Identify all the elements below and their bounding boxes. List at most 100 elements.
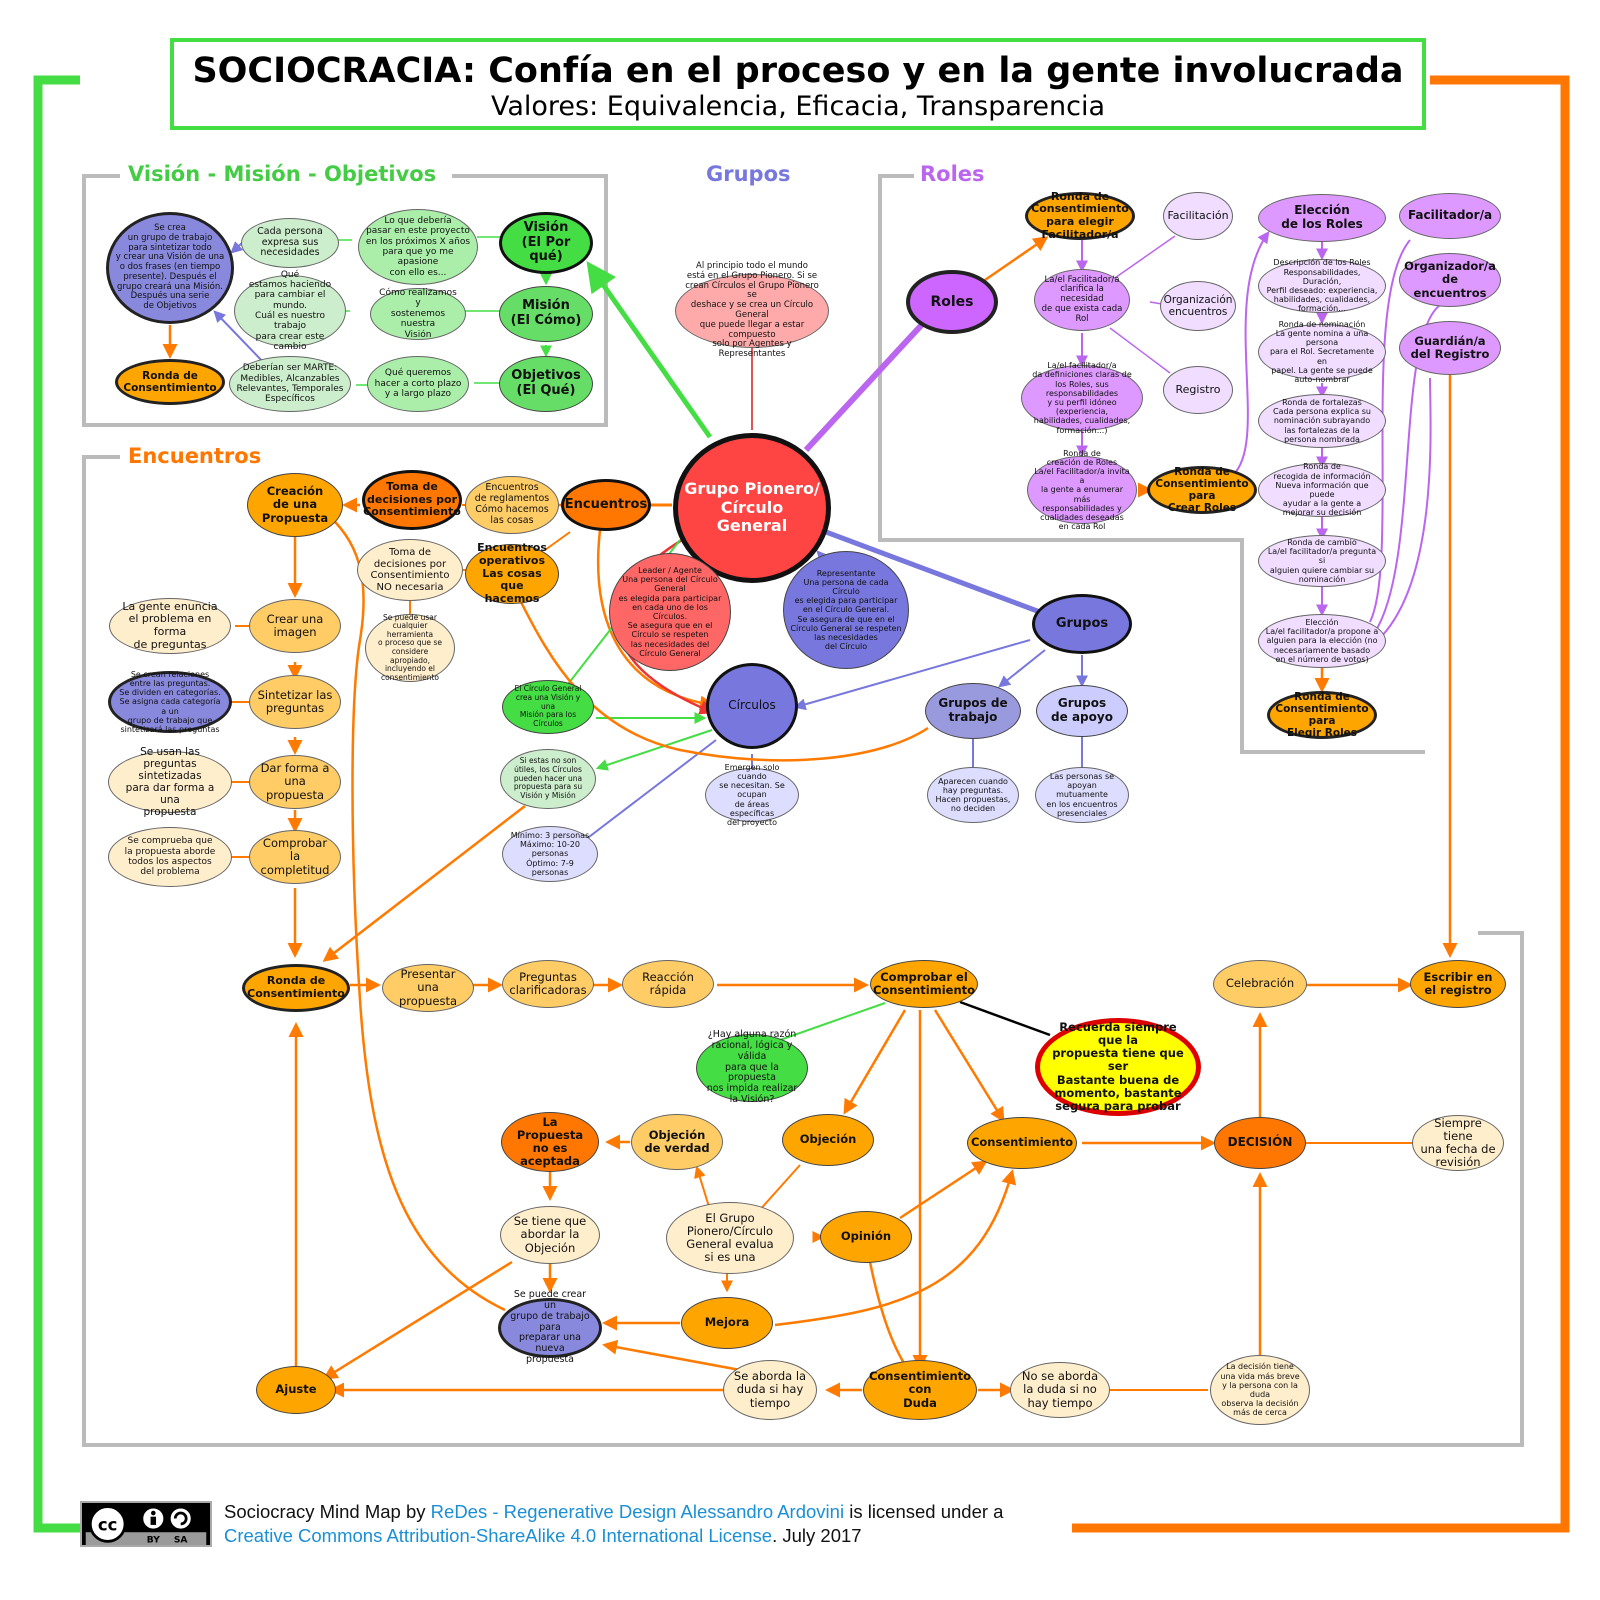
node-label: Comprobar el Consentimiento bbox=[872, 969, 976, 997]
node-label: Visión (El Por qué) bbox=[521, 219, 571, 265]
node-organizacion: Organización encuentros bbox=[1160, 281, 1236, 331]
node-herramienta: Se puede usar cualquier herramienta o pr… bbox=[365, 613, 455, 682]
node-label: Siempre tiene una fecha de revisión bbox=[1420, 1115, 1496, 1170]
license-link[interactable]: Creative Commons Attribution-ShareAlike … bbox=[224, 1525, 773, 1546]
node-label: Círculos bbox=[728, 698, 776, 713]
node-facilitador: Facilitador/a bbox=[1399, 193, 1501, 239]
node-presentar: Presentar una propuesta bbox=[382, 964, 474, 1012]
node-label: Ronda de cambio La/el facilitador/a preg… bbox=[1267, 538, 1377, 584]
cc-license-badge: cc BY SA bbox=[80, 1501, 212, 1547]
node-comprobar-consent: Comprobar el Consentimiento bbox=[870, 960, 978, 1008]
node-circulos: Círculos bbox=[706, 663, 798, 749]
node-label: Preguntas clarificadoras bbox=[509, 969, 587, 997]
node-label: Ronda de Consentimiento para Crear Roles bbox=[1155, 465, 1249, 515]
node-label: Ronda de Consentimiento bbox=[247, 974, 345, 1000]
node-leader: Leader / Agente Una persona del Círculo … bbox=[609, 553, 731, 671]
node-label: DECISIÓN bbox=[1227, 1135, 1293, 1150]
node-consentimiento: Consentimiento bbox=[967, 1117, 1077, 1169]
cc-badge-by: BY bbox=[147, 1535, 160, 1545]
node-label: Encuentros bbox=[564, 496, 648, 512]
page-title: SOCIOCRACIA: Confía en el proceso y en l… bbox=[192, 51, 1404, 91]
node-ronda-main: Ronda de Consentimiento bbox=[242, 964, 350, 1012]
node-ronda-crear-roles: Ronda de Consentimiento para Crear Roles bbox=[1147, 466, 1257, 514]
node-label: Comprobar la completitud bbox=[260, 836, 330, 877]
node-label: Objetivos (El Qué) bbox=[511, 368, 581, 398]
node-consent-duda: Consentimiento con Duda bbox=[863, 1360, 977, 1420]
node-label: Escribir en el registro bbox=[1423, 969, 1493, 997]
node-label: Organizador/a de encuentros bbox=[1404, 259, 1496, 300]
node-label: Consentimiento con Duda bbox=[868, 1369, 972, 1410]
node-enc-operativos: Encuentros operativos Las cosas que hace… bbox=[465, 541, 559, 605]
node-label: El Grupo Pionero/Círculo General evalua … bbox=[686, 1210, 774, 1265]
cc-by-sa-icon: cc BY SA bbox=[85, 1503, 207, 1545]
node-objecion-verdad: Objeción de verdad bbox=[631, 1114, 723, 1170]
node-ronda-elegir-roles: Ronda de Consentimiento para Elegir Role… bbox=[1267, 691, 1377, 739]
vision-box bbox=[82, 174, 608, 427]
node-label: Se puede crear un grupo de trabajo para … bbox=[510, 1288, 590, 1366]
node-label: No se aborda la duda si no hay tiempo bbox=[1021, 1369, 1099, 1410]
node-label: Ronda de Consentimiento para elegir Faci… bbox=[1031, 189, 1129, 241]
section-title-encuentros: Encuentros bbox=[122, 444, 268, 468]
node-label: Reacción rápida bbox=[642, 969, 694, 997]
node-comprobar-compl: Comprobar la completitud bbox=[249, 830, 341, 884]
node-label: Aparecen cuando hay preguntas. Hacen pro… bbox=[935, 776, 1011, 814]
node-no-aborda: No se aborda la duda si no hay tiempo bbox=[1010, 1362, 1110, 1418]
node-escribir: Escribir en el registro bbox=[1410, 960, 1506, 1008]
node-label: Creación de una Propuesta bbox=[261, 484, 329, 525]
cc-badge-sa: SA bbox=[174, 1535, 189, 1545]
node-siempre: Siempre tiene una fecha de revisión bbox=[1412, 1115, 1504, 1171]
license-suffix: . July 2017 bbox=[772, 1525, 862, 1546]
node-registro: Registro bbox=[1163, 366, 1233, 414]
node-label: Misión (El Cómo) bbox=[510, 298, 582, 328]
node-toma-no: Toma de decisiones por Consentimiento NO… bbox=[357, 539, 463, 601]
node-grupos-trabajo: Grupos de trabajo bbox=[925, 683, 1021, 739]
node-label: Ronda de Consentimiento bbox=[123, 369, 217, 394]
node-label: La gente enuncia el problema en forma de… bbox=[122, 599, 218, 651]
node-label: Deberían ser MARTE: Medibles, Alcanzable… bbox=[236, 363, 344, 405]
node-label: Ronda de creación de Roles La/el Facilit… bbox=[1034, 448, 1130, 532]
node-decision: DECISIÓN bbox=[1214, 1117, 1306, 1169]
node-label: Cómo realizamos y sostenemos nuestra Vis… bbox=[379, 288, 457, 340]
node-label: Recuerda siempre que la propuesta tiene … bbox=[1052, 1019, 1184, 1114]
node-aborda-duda: Se aborda la duda si hay tiempo bbox=[723, 1360, 817, 1420]
title-banner: SOCIOCRACIA: Confía en el proceso y en l… bbox=[170, 38, 1426, 130]
node-label: Encuentros operativos Las cosas que hace… bbox=[477, 541, 547, 605]
node-label: La/el Facilitador/a clarifica la necesid… bbox=[1041, 274, 1123, 324]
node-label: Celebración bbox=[1225, 976, 1295, 991]
node-label: Facilitador/a bbox=[1407, 208, 1493, 223]
node-label: Mínimo: 3 personas Máximo: 10-20 persona… bbox=[510, 831, 590, 877]
node-roles: Roles bbox=[906, 270, 998, 334]
node-sintetizar: Sintetizar las preguntas bbox=[249, 675, 341, 729]
roles-box bbox=[878, 174, 1425, 754]
section-title-roles: Roles bbox=[914, 162, 991, 186]
section-title-grupos: Grupos bbox=[700, 162, 797, 186]
node-label: La decisión tiene una vida más breve y l… bbox=[1220, 1362, 1300, 1418]
author-link[interactable]: ReDes - Regenerative Design Alessandro A… bbox=[430, 1501, 845, 1522]
node-label: Se crea un grupo de trabajo para sinteti… bbox=[115, 223, 225, 312]
node-label: Descripción de los Roles Responsabilidad… bbox=[1266, 258, 1378, 314]
node-label: Mejora bbox=[704, 1315, 750, 1330]
node-label: Grupos de apoyo bbox=[1051, 696, 1113, 724]
node-label: Guardián/a del Registro bbox=[1410, 333, 1490, 361]
node-desc-roles: Descripción de los Roles Responsabilidad… bbox=[1258, 258, 1386, 314]
node-aparecen: Aparecen cuando hay preguntas. Hacen pro… bbox=[927, 767, 1019, 823]
node-circulo-vision: El Círculo General crea una Visión y una… bbox=[502, 680, 594, 734]
node-vmo-ronda: Ronda de Consentimiento bbox=[115, 359, 225, 405]
node-comprueba: Se comprueba que la propuesta aborde tod… bbox=[108, 827, 232, 887]
node-label: Ronda de recogida de información Nueva i… bbox=[1273, 462, 1371, 518]
node-grupos: Grupos bbox=[1032, 594, 1132, 654]
node-eleccion: Elección La/el facilitador/a propone a a… bbox=[1258, 614, 1386, 668]
node-facilitacion: Facilitación bbox=[1163, 192, 1233, 240]
node-label: Opinión bbox=[840, 1229, 892, 1244]
node-label: El Círculo General crea una Visión y una… bbox=[514, 684, 582, 728]
node-label: Organización encuentros bbox=[1163, 293, 1233, 318]
node-label: Consentimiento bbox=[970, 1135, 1074, 1150]
node-vmo-lo: Lo que debería pasar en este proyecto en… bbox=[358, 209, 478, 285]
node-ronda-fortalezas: Ronda de fortalezas Cada persona explica… bbox=[1258, 394, 1386, 448]
node-vida-breve: La decisión tiene una vida más breve y l… bbox=[1210, 1355, 1310, 1425]
encuentros-box bbox=[82, 455, 1524, 1447]
node-label: Facilitación bbox=[1167, 208, 1229, 222]
node-label: Ronda de Consentimiento para Elegir Role… bbox=[1275, 690, 1369, 740]
node-label: Encuentros de reglamentos Cómo hacemos l… bbox=[474, 482, 550, 526]
node-label: Crear una imagen bbox=[266, 611, 324, 639]
